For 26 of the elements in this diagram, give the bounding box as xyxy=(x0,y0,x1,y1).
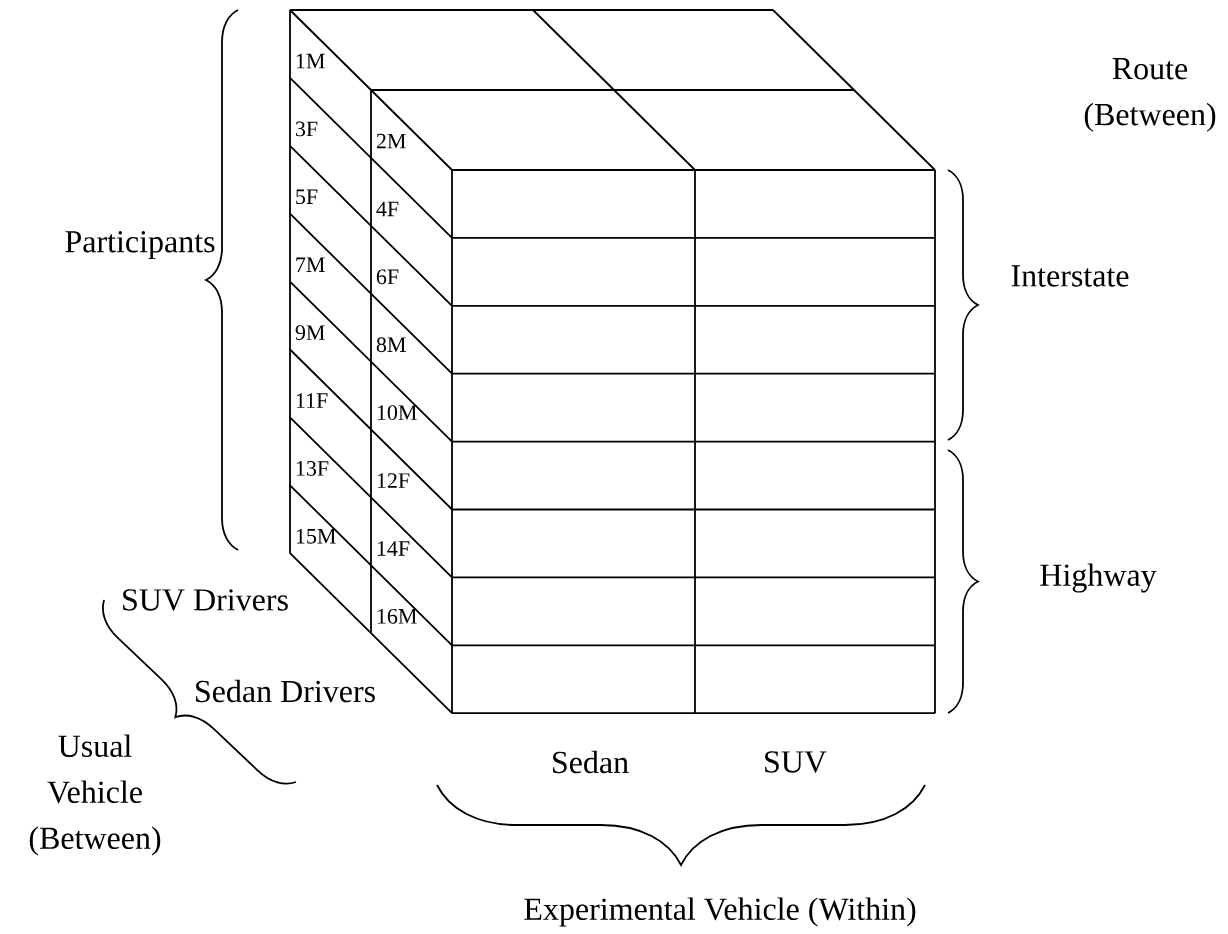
cell-label: 2M xyxy=(376,133,406,149)
cell-label: 4F xyxy=(376,201,399,217)
cell-label: 9M xyxy=(295,325,325,340)
cell-label: 16M xyxy=(377,608,417,624)
axis-label: Usual Vehicle (Between) xyxy=(29,734,161,856)
cell-label: 13F xyxy=(296,461,329,476)
axis-label: Highway xyxy=(1040,563,1157,593)
cell-label: 11F xyxy=(296,393,328,408)
cell-label: 15M xyxy=(296,528,336,544)
cell-label: 8M xyxy=(376,337,406,353)
cell-label: 5F xyxy=(296,189,318,205)
cell-label: 10M xyxy=(377,405,417,421)
axis-label: Interstate xyxy=(1011,265,1129,287)
cell-label: 6F xyxy=(376,269,399,285)
cell-label: 12F xyxy=(377,473,410,488)
axis-label: SUV Drivers xyxy=(123,589,288,611)
cell-label: 3F xyxy=(295,121,318,137)
axis-label: Sedan xyxy=(553,750,629,774)
axis-label: SUV xyxy=(765,751,827,773)
cell-label: 14F xyxy=(377,541,410,556)
axis-label: Experimental Vehicle (Within) xyxy=(524,897,916,927)
cell-label: 7M xyxy=(296,257,325,272)
axis-label: Participants xyxy=(65,231,215,259)
axis-label: Route (Between) xyxy=(1084,58,1216,132)
axis-label: Sedan Drivers xyxy=(196,679,375,703)
cell-label: 1M xyxy=(296,53,325,69)
